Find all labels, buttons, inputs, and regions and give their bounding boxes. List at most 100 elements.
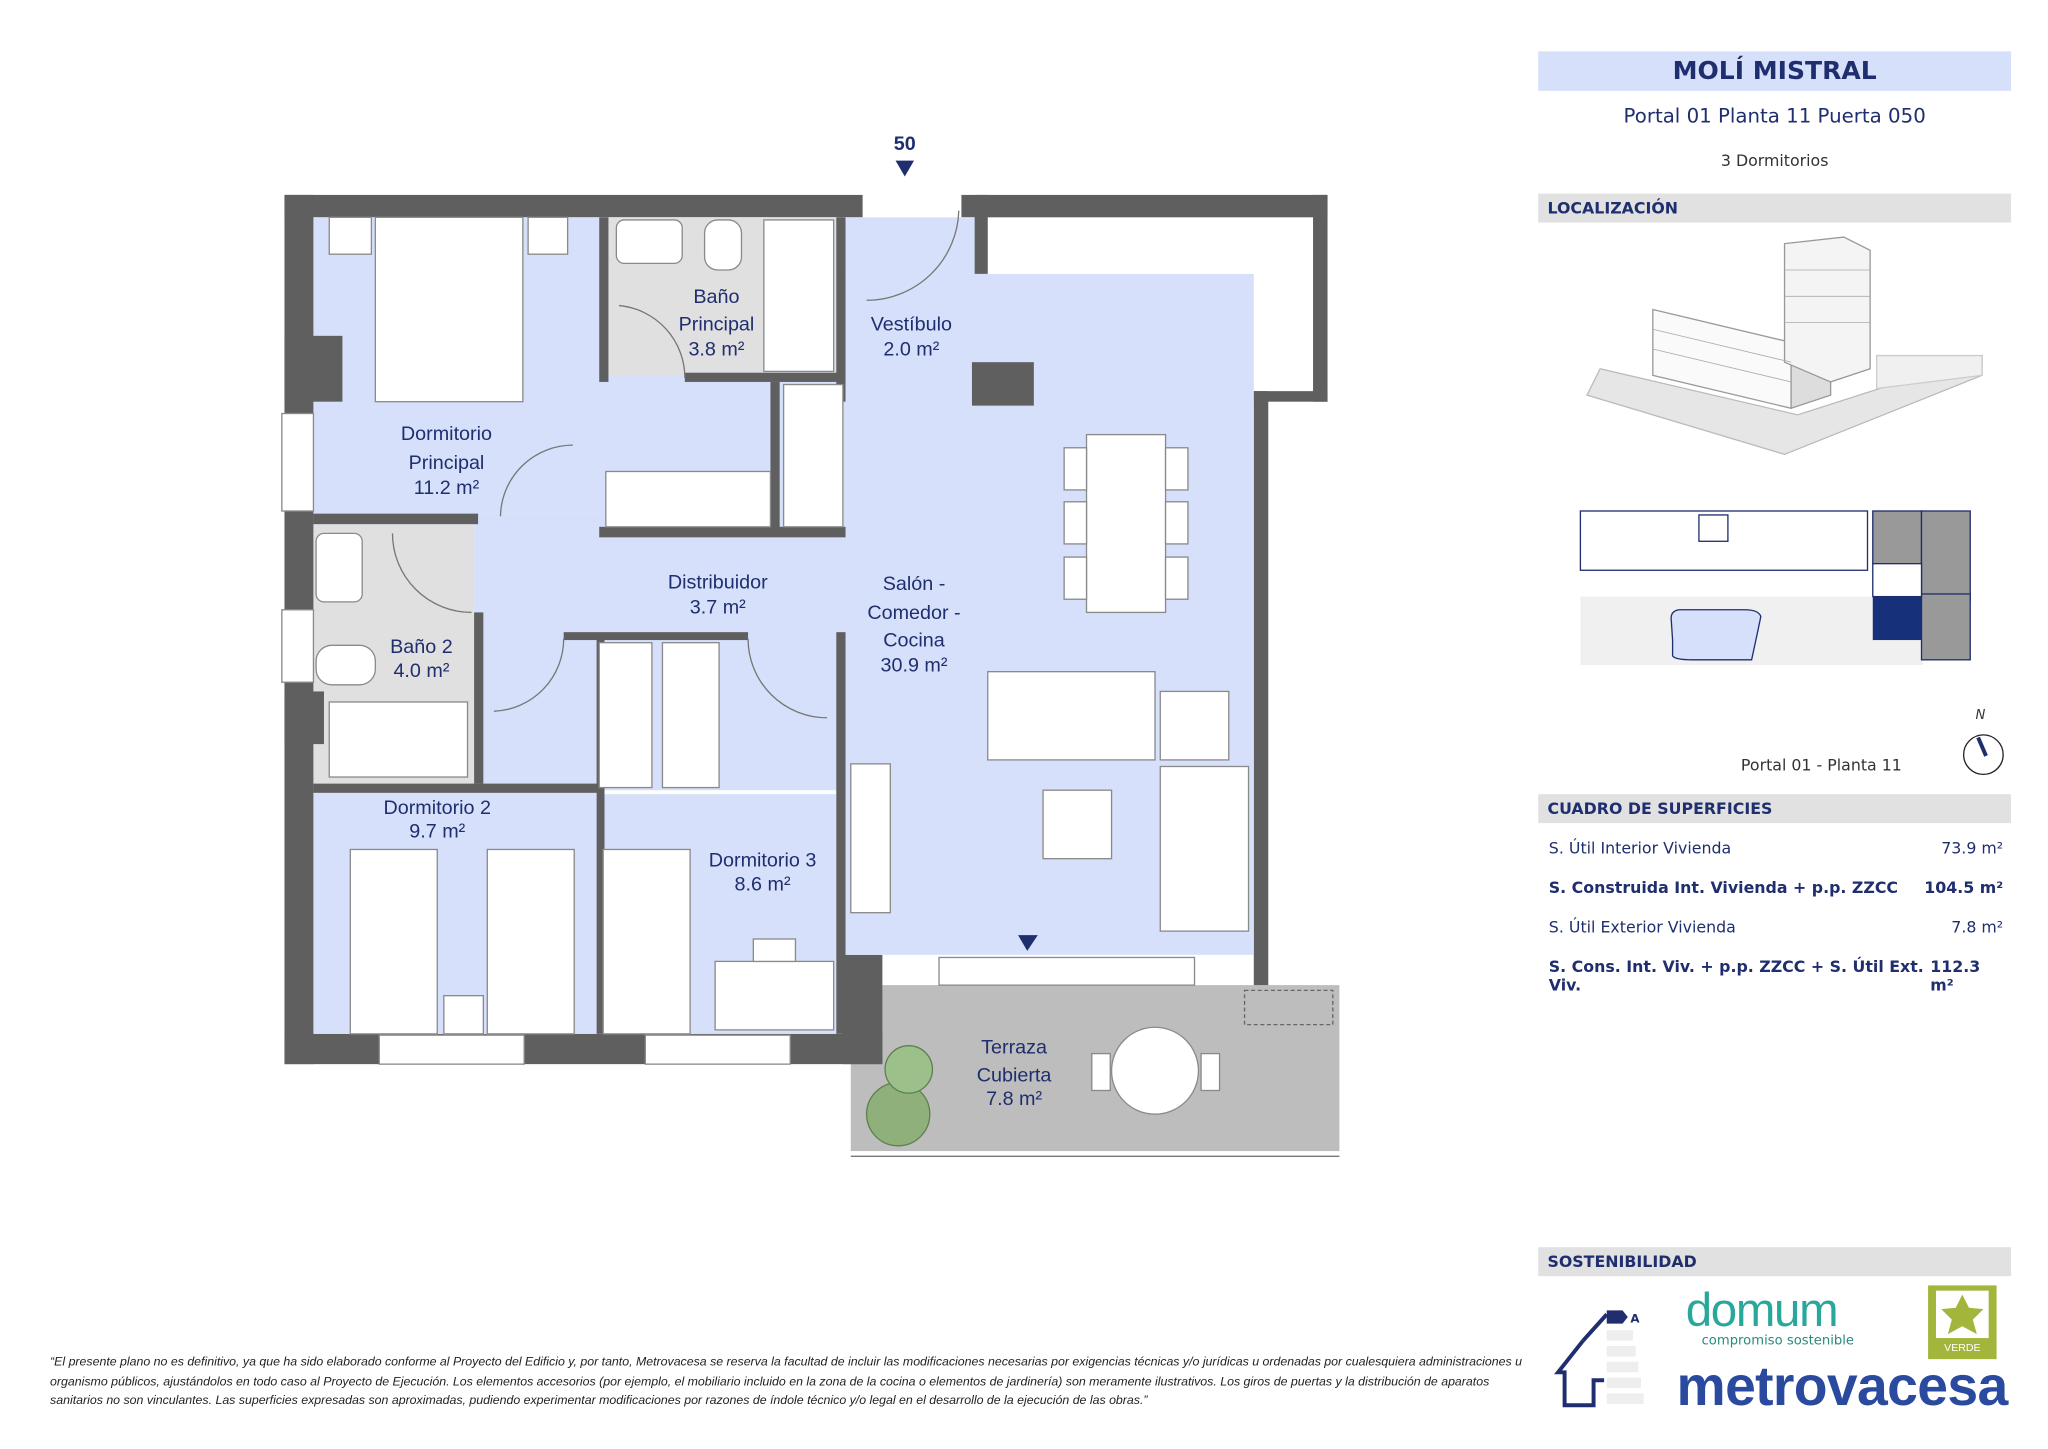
legal-disclaimer: “El presente plano no es definitivo, ya … bbox=[50, 1353, 1522, 1407]
room-area: 11.2 m² bbox=[414, 477, 480, 499]
door-number: 50 bbox=[894, 133, 916, 155]
room-label: Vestíbulo bbox=[871, 314, 952, 336]
wall bbox=[842, 954, 883, 1065]
door-swing bbox=[618, 304, 686, 378]
surface-label: S. Cons. Int. Viv. + p.p. ZZCC + S. Útil… bbox=[1548, 957, 1924, 995]
column bbox=[284, 691, 324, 745]
domum-tagline: compromiso sostenible bbox=[1701, 1334, 1855, 1349]
toilet-icon bbox=[703, 219, 743, 271]
single-bed bbox=[349, 848, 438, 1035]
nightstand bbox=[328, 216, 373, 255]
shower-tray bbox=[763, 219, 835, 373]
section-header-location: LOCALIZACIÓN bbox=[1538, 193, 2012, 223]
desk bbox=[714, 960, 835, 1031]
wall bbox=[770, 381, 780, 537]
room-label: Cubierta bbox=[977, 1064, 1052, 1086]
double-bed bbox=[374, 216, 524, 403]
window bbox=[281, 412, 315, 512]
shower-tray bbox=[328, 701, 469, 778]
room-label: Distribuidor bbox=[668, 572, 768, 594]
surface-row: S. Cons. Int. Viv. + p.p. ZZCC + S. Útil… bbox=[1549, 957, 2003, 994]
room-area: 2.0 m² bbox=[883, 339, 939, 361]
plant-icon bbox=[865, 1081, 931, 1147]
wall bbox=[596, 634, 605, 1034]
unit-location-highlight bbox=[1872, 596, 1922, 641]
nightstand bbox=[527, 216, 569, 255]
wall bbox=[1253, 391, 1269, 986]
wall bbox=[836, 632, 846, 1034]
entrance-arrow-icon bbox=[895, 160, 914, 177]
room-label: Dormitorio bbox=[401, 423, 492, 445]
chair bbox=[1164, 447, 1189, 491]
door-swing bbox=[391, 533, 472, 614]
energy-rating-a-icon: A bbox=[1554, 1310, 1644, 1408]
room-label: Dormitorio 3 bbox=[709, 850, 817, 872]
dining-table bbox=[1085, 433, 1167, 614]
wall bbox=[474, 612, 484, 784]
chair bbox=[1164, 556, 1189, 600]
room-distribuidor bbox=[474, 513, 846, 791]
surface-value: 112.3 m² bbox=[1930, 957, 1981, 995]
metrovacesa-logo: metrovacesa bbox=[1676, 1355, 2009, 1418]
room-label: Baño bbox=[693, 286, 739, 308]
wall bbox=[313, 783, 604, 793]
sofa bbox=[987, 671, 1156, 761]
door-swing bbox=[499, 444, 573, 517]
room-area: 3.7 m² bbox=[690, 597, 746, 619]
surface-label: S. Construida Int. Vivienda + p.p. ZZCC bbox=[1548, 878, 1899, 897]
coffee-table bbox=[1042, 789, 1113, 860]
armchair bbox=[1159, 690, 1230, 761]
chair bbox=[1164, 501, 1189, 545]
wardrobe bbox=[605, 470, 772, 528]
section-header-sustainability: SOSTENIBILIDAD bbox=[1538, 1247, 2012, 1277]
plant-icon bbox=[884, 1045, 934, 1094]
window bbox=[281, 609, 315, 683]
room-area: 7.8 m² bbox=[986, 1088, 1042, 1110]
door-swing bbox=[747, 638, 828, 719]
room-label: Principal bbox=[679, 314, 755, 336]
tv-unit bbox=[850, 763, 891, 914]
single-bed bbox=[486, 848, 575, 1035]
toilet-icon bbox=[315, 644, 377, 686]
window bbox=[378, 1034, 525, 1065]
room-area: 4.0 m² bbox=[393, 660, 449, 682]
site-plan bbox=[1579, 510, 1971, 666]
domum-logo: domum bbox=[1685, 1282, 1839, 1337]
terrace-chair bbox=[1200, 1052, 1221, 1092]
terrace-table bbox=[1110, 1026, 1200, 1115]
wall bbox=[1253, 391, 1328, 402]
sink-icon bbox=[615, 219, 683, 265]
window bbox=[644, 1034, 791, 1065]
door-swing bbox=[866, 210, 960, 301]
room-label: Dormitorio 2 bbox=[383, 797, 491, 819]
nightstand bbox=[443, 994, 484, 1035]
surface-value: 104.5 m² bbox=[1924, 878, 2004, 897]
chair bbox=[1063, 447, 1088, 491]
section-header-surfaces: CUADRO DE SUPERFICIES bbox=[1538, 794, 2012, 824]
sink-icon bbox=[315, 532, 363, 603]
sofa bbox=[1159, 765, 1250, 932]
room-area: 8.6 m² bbox=[735, 873, 791, 895]
column bbox=[284, 335, 343, 402]
north-label: N bbox=[1975, 708, 1986, 724]
terrace-access-arrow-icon bbox=[1018, 935, 1038, 951]
north-compass-icon bbox=[1962, 734, 2004, 776]
chair bbox=[1063, 556, 1088, 600]
entrance-opening bbox=[862, 190, 962, 220]
verde-label: VERDE bbox=[1944, 1342, 1981, 1354]
surface-label: S. Útil Exterior Vivienda bbox=[1548, 917, 1736, 937]
surface-label: S. Útil Interior Vivienda bbox=[1548, 838, 1732, 858]
verde-certification-logo: VERDE bbox=[1928, 1285, 1997, 1360]
window bbox=[938, 956, 1196, 986]
floor-plan: 50 bbox=[281, 133, 1340, 1157]
wardrobe bbox=[661, 642, 720, 789]
desk-chair bbox=[752, 938, 797, 963]
building-3d-view bbox=[1586, 236, 1983, 456]
wall bbox=[684, 372, 843, 382]
energy-class-label: A bbox=[1630, 1311, 1640, 1325]
chair bbox=[1063, 501, 1088, 545]
wall bbox=[1313, 194, 1328, 402]
room-vestibulo bbox=[845, 217, 975, 274]
